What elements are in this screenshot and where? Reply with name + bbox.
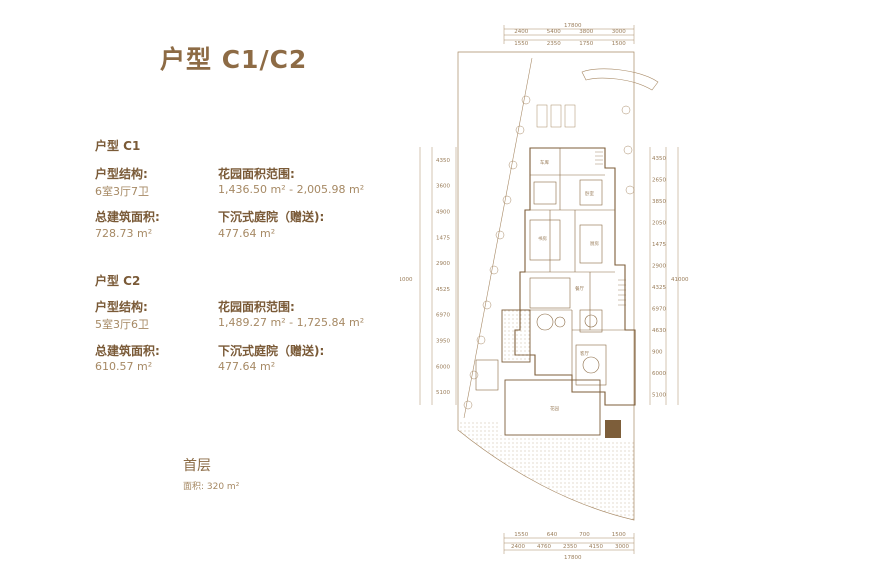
c2-courtyard-value: 477.64 m² — [218, 360, 276, 373]
c1-structure-label: 户型结构: — [95, 167, 148, 181]
bottom-total-dim: 17800 — [564, 555, 582, 561]
c2-gfa-label: 总建筑面积: — [95, 344, 160, 358]
top-dim-3: 3000 — [612, 29, 626, 35]
room-label-4: 书房 — [538, 235, 547, 242]
left-total-dim: 41000 — [400, 277, 413, 283]
c1-heading: 户型 C1 — [95, 139, 141, 153]
right-dim-7: 6970 — [652, 306, 666, 312]
left-dimension-lines — [419, 147, 457, 405]
top-dimension-lines — [503, 25, 635, 44]
room-label-3: 客厅 — [580, 350, 589, 357]
bottom-dim-1: 4760 — [537, 544, 551, 550]
bottom-sub-dim-3: 1500 — [612, 532, 626, 538]
bottom-dim-2: 2350 — [563, 544, 577, 550]
c1-garden-value: 1,436.50 m² - 2,005.98 m² — [218, 183, 365, 196]
c2-garden-label: 花园面积范围: — [218, 300, 295, 314]
top-dim-1: 5400 — [547, 29, 561, 35]
right-dim-2: 3850 — [652, 199, 666, 205]
right-dim-10: 6000 — [652, 371, 666, 377]
room-label-5: 卧室 — [585, 190, 594, 197]
c2-gfa-value: 610.57 m² — [95, 360, 153, 373]
c1-courtyard-label: 下沉式庭院（赠送): — [218, 210, 325, 224]
right-total-dim: 41000 — [671, 277, 689, 283]
left-dim-6: 6970 — [436, 313, 450, 319]
top-dim-2: 3800 — [579, 29, 593, 35]
tree-icons — [463, 95, 635, 410]
c1-structure-value: 6室3厅7卫 — [95, 185, 149, 198]
boundary-diagonal — [463, 57, 533, 419]
bottom-dim-0: 2400 — [511, 544, 525, 550]
bottom-dimension-lines — [503, 533, 635, 554]
right-dim-9: 900 — [652, 349, 663, 355]
left-dim-4: 2900 — [436, 261, 450, 267]
top-sub-dim-0: 1550 — [514, 41, 528, 47]
garden-area — [458, 420, 634, 520]
c1-gfa-label: 总建筑面积: — [95, 210, 160, 224]
right-dim-3: 2050 — [652, 220, 666, 226]
top-dims: 2400 5400 3800 3000 — [514, 29, 626, 35]
entrance-ramp — [581, 68, 659, 91]
left-dims: 4350 3600 4900 1475 2900 4525 6970 3950 6000 5100 — [436, 158, 450, 396]
bottom-sub-dim-1: 640 — [547, 532, 558, 538]
c2-heading: 户型 C2 — [95, 274, 141, 288]
parking-spaces — [536, 104, 576, 128]
right-dim-5: 2900 — [652, 263, 666, 269]
house-walls — [514, 147, 636, 406]
page-title: 户型 C1/C2 — [160, 45, 308, 74]
left-dim-3: 1475 — [436, 235, 450, 241]
side-pavilion — [475, 359, 499, 391]
left-dim-7: 3950 — [436, 339, 450, 345]
c2-garden-value: 1,489.27 m² - 1,725.84 m² — [218, 316, 365, 329]
c1-gfa-value: 728.73 m² — [95, 227, 153, 240]
left-dim-9: 5100 — [436, 390, 450, 396]
right-dims: 4350 2650 3850 2050 1475 2900 4325 6970 4630 900 6… — [652, 156, 666, 398]
lower-terrace — [504, 379, 601, 436]
bottom-sub-dim-0: 1550 — [514, 532, 528, 538]
floor-area: 面积: 320 m² — [183, 482, 240, 492]
room-label-1: 餐厅 — [575, 285, 584, 292]
left-dim-1: 3600 — [436, 184, 450, 190]
bottom-sub-dim-2: 700 — [579, 532, 590, 538]
landing-block — [605, 420, 621, 438]
top-total-dim: 17800 — [564, 23, 582, 29]
right-dim-1: 2650 — [652, 177, 666, 183]
right-dim-11: 5100 — [652, 392, 666, 398]
left-dim-0: 4350 — [436, 158, 450, 164]
c1-garden-label: 花园面积范围: — [218, 167, 295, 181]
bottom-dims: 2400 4760 2350 4150 3000 — [511, 544, 629, 550]
right-dim-4: 1475 — [652, 242, 666, 248]
room-label-6: 花园 — [550, 405, 559, 412]
top-sub-dim-1: 2350 — [547, 41, 561, 47]
c1-courtyard-value: 477.64 m² — [218, 227, 276, 240]
top-sub-dims: 1550 2350 1750 1500 — [514, 41, 626, 47]
left-dim-2: 4900 — [436, 210, 450, 216]
right-dim-0: 4350 — [652, 156, 666, 162]
right-dim-8: 4630 — [652, 328, 666, 334]
room-label-2: 厨房 — [590, 240, 599, 247]
left-dim-8: 6000 — [436, 364, 450, 370]
c2-structure-value: 5室3厅6卫 — [95, 318, 149, 331]
bottom-sub-dims: 1550 640 700 1500 — [514, 532, 626, 538]
bottom-dim-3: 4150 — [589, 544, 603, 550]
top-sub-dim-3: 1500 — [612, 41, 626, 47]
right-dim-6: 4325 — [652, 285, 666, 291]
staircase — [595, 151, 626, 306]
top-sub-dim-2: 1750 — [579, 41, 593, 47]
c2-courtyard-label: 下沉式庭院（赠送): — [218, 344, 325, 358]
sunken-courtyard — [501, 309, 531, 363]
c2-structure-label: 户型结构: — [95, 300, 148, 314]
room-label-0: 车库 — [540, 159, 549, 166]
bottom-dim-4: 3000 — [615, 544, 629, 550]
internal-walls — [520, 148, 625, 392]
left-dim-5: 4525 — [436, 287, 450, 293]
floor-name: 首层 — [183, 458, 211, 474]
top-dim-0: 2400 — [514, 29, 528, 35]
right-dimension-lines — [649, 147, 679, 405]
